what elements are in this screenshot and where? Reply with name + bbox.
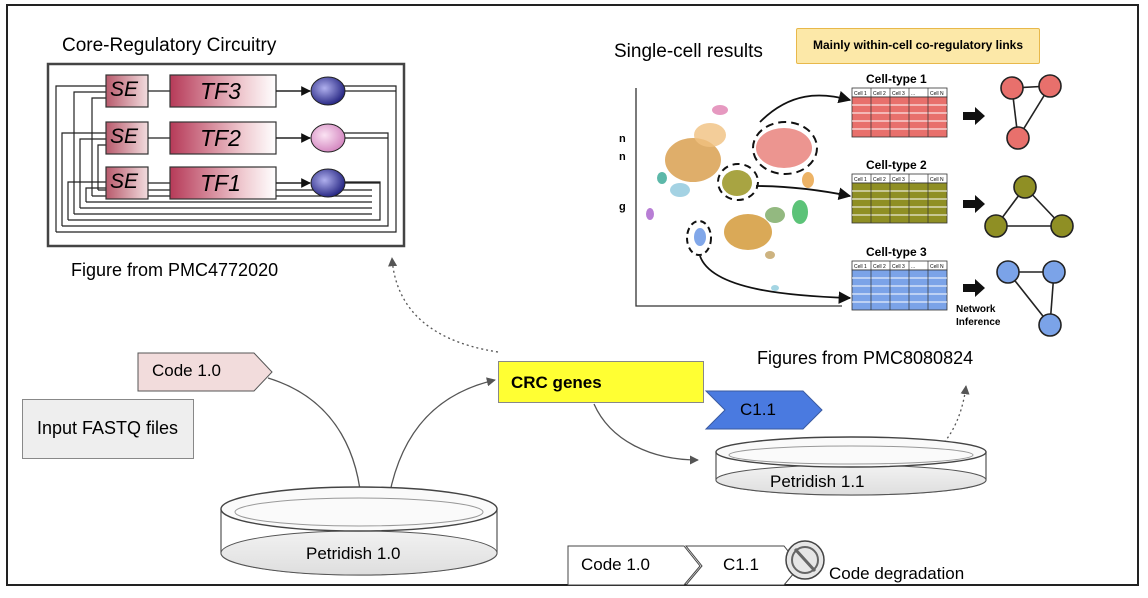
network-label-1: Network [956,304,996,315]
input-fastq-box: Input FASTQ files [22,399,194,459]
tf-label-3: TF1 [200,170,241,196]
umap-plot [635,88,852,307]
table-header-cell: Cell N [930,177,944,183]
cell-type-2-label: Cell-type 2 [866,158,927,172]
crc-genes-label: CRC genes [511,373,602,392]
axis-mark-2: n [619,151,626,163]
axis-mark-3: g [619,201,626,213]
cell-type-3-label: Cell-type 3 [866,245,927,259]
cell-table-1: Cell 1 Cell 2 Cell 3... Cell N [851,87,948,138]
crc-caption: Figure from PMC4772020 [71,260,279,280]
petri-1-0-label: Petridish 1.0 [306,544,401,563]
table-header-cell: Cell 3 [892,177,905,183]
tf-label-1: TF3 [200,78,241,104]
c11-tag-label: C1.1 [740,400,776,419]
highlight-text: Mainly within-cell co-regulatory links [812,38,1024,52]
table-header-cell: ... [911,177,915,183]
table-header-cell: Cell 3 [892,264,905,270]
tf-label-2: TF2 [200,125,241,151]
table-header-cell: Cell N [930,91,944,97]
table-header-cell: Cell 1 [854,177,867,183]
input-fastq-label: Input FASTQ files [37,418,179,438]
axis-mark-1: n [619,133,626,145]
network-type2 [984,175,1074,238]
table-header-cell: Cell 1 [854,264,867,270]
petridish-1-0 [220,486,498,576]
legend-c11-label: C1.1 [723,555,759,574]
sc-caption: Figures from PMC8080824 [757,348,974,368]
crc-diagram [46,62,406,248]
prohibited-icon [785,540,825,580]
table-header-cell: Cell 1 [854,91,867,97]
network-label-2: Inference [956,317,1001,328]
legend-degradation-label: Code degradation [829,564,965,583]
table-header-cell: Cell 3 [892,91,905,97]
cell-table-2: Cell 1 Cell 2 Cell 3... Cell N [851,173,948,224]
table-header-cell: ... [911,264,915,270]
crc-genes-box: CRC genes [498,361,704,403]
sc-title: Single-cell results [614,41,763,62]
petri-1-1-label: Petridish 1.1 [770,472,865,491]
petridish-1-1 [715,436,987,496]
network-type1 [1000,74,1062,150]
table-header-cell: Cell 2 [873,264,886,270]
code-tag-label: Code 1.0 [152,361,221,380]
highlight-box: Mainly within-cell co-regulatory links [796,28,1040,64]
legend-code-label: Code 1.0 [581,555,650,574]
table-header-cell: Cell 2 [873,91,886,97]
se-label-1: SE [110,78,139,101]
cell-type-1-label: Cell-type 1 [866,72,927,86]
table-header-cell: ... [911,91,915,97]
network-type3 [996,260,1066,337]
table-header-cell: Cell 2 [873,177,886,183]
crc-title: Core-Regulatory Circuitry [62,35,277,56]
se-label-2: SE [110,125,139,148]
cell-table-3: Cell 1 Cell 2 Cell 3... Cell N [851,260,948,311]
se-label-3: SE [110,170,139,193]
table-header-cell: Cell N [930,264,944,270]
